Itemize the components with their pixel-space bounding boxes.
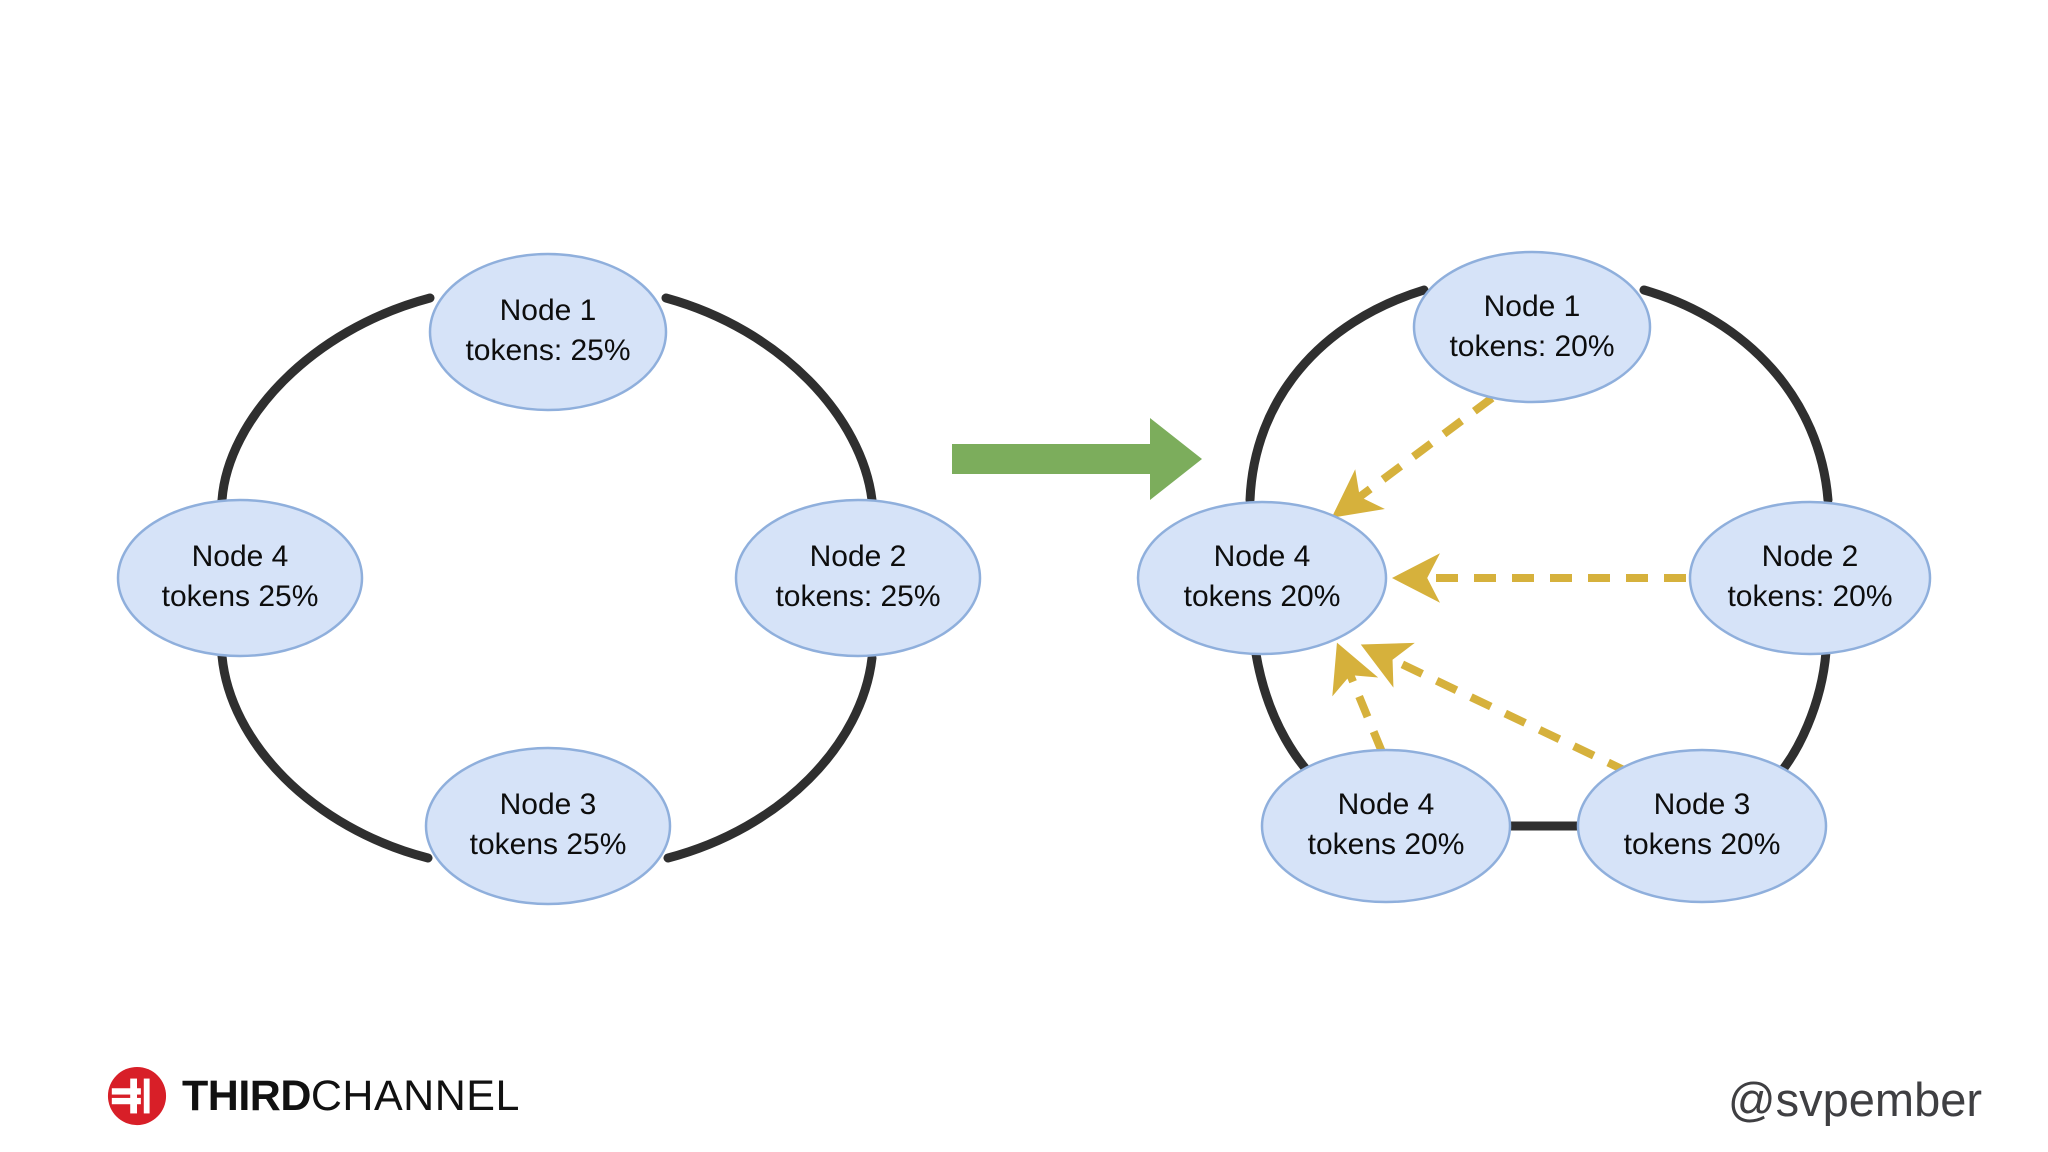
brand-wordmark: THIRDCHANNEL — [182, 1071, 520, 1120]
before-ring-group: Node 1 tokens: 25% Node 2 tokens: 25% No… — [116, 252, 982, 906]
transition-arrow — [952, 418, 1202, 500]
node-title: Node 4 — [1214, 540, 1311, 573]
node-tokens: tokens: 20% — [1727, 580, 1892, 613]
before-ring-edges — [217, 293, 877, 863]
arrow-node1-to-node4 — [1331, 394, 1495, 518]
node-ellipse — [1136, 500, 1388, 656]
node-ellipse — [1576, 748, 1828, 904]
before-node-2[interactable]: Node 2 tokens: 25% — [734, 498, 982, 658]
node-ellipse — [1688, 500, 1932, 656]
before-node-4[interactable]: Node 4 tokens 25% — [116, 498, 364, 658]
node-title: Node 2 — [810, 540, 907, 573]
node-title: Node 3 — [1654, 788, 1751, 821]
node-ellipse — [116, 498, 364, 658]
node-ellipse — [734, 498, 982, 658]
node-tokens: tokens 20% — [1624, 828, 1781, 861]
node-title: Node 4 — [1338, 788, 1435, 821]
after-node-2[interactable]: Node 2 tokens: 20% — [1688, 500, 1932, 656]
social-handle: @svpember — [1727, 1073, 1982, 1126]
before-node-1[interactable]: Node 1 tokens: 25% — [428, 252, 668, 412]
node-title: Node 3 — [500, 788, 597, 821]
after-node-4-new[interactable]: Node 4 tokens 20% — [1260, 748, 1512, 904]
after-node-1[interactable]: Node 1 tokens: 20% — [1412, 250, 1652, 404]
node-tokens: tokens 20% — [1184, 580, 1341, 613]
arrow-node3-to-node4 — [1360, 642, 1630, 776]
after-node-4[interactable]: Node 4 tokens 20% — [1136, 500, 1388, 656]
node-title: Node 4 — [192, 540, 289, 573]
after-node-3[interactable]: Node 3 tokens 20% — [1576, 748, 1828, 904]
after-ring-edges — [1245, 285, 1833, 831]
brand-word-channel: CHANNEL — [310, 1071, 520, 1120]
thirdchannel-logo-icon — [107, 1066, 167, 1126]
node-ellipse — [428, 252, 668, 412]
brand-logo: THIRDCHANNEL — [106, 1065, 520, 1127]
rebalance-arrows-group — [1331, 394, 1686, 776]
node-tokens: tokens 25% — [470, 828, 627, 861]
before-node-3[interactable]: Node 3 tokens 25% — [424, 746, 672, 906]
transition-arrow-shape — [952, 418, 1202, 500]
node-ellipse — [1260, 748, 1512, 904]
node-title: Node 2 — [1762, 540, 1859, 573]
brand-word-third: THIRD — [182, 1071, 311, 1120]
node-title: Node 1 — [500, 294, 597, 327]
node-tokens: tokens: 25% — [775, 580, 940, 613]
arrow-node4new-to-node4 — [1332, 642, 1386, 754]
node-title: Node 1 — [1484, 290, 1581, 323]
after-ring-group: Node 1 tokens: 20% Node 2 tokens: 20% No… — [1136, 250, 1932, 904]
node-ellipse — [1412, 250, 1652, 404]
node-ellipse — [424, 746, 672, 906]
node-tokens: tokens 20% — [1308, 828, 1465, 861]
node-tokens: tokens: 20% — [1449, 330, 1614, 363]
node-tokens: tokens: 25% — [465, 334, 630, 367]
node-tokens: tokens 25% — [162, 580, 319, 613]
